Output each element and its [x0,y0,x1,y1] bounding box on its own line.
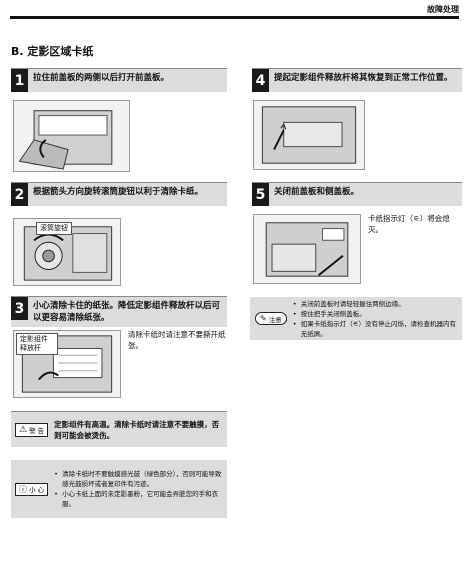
step-4-text: 提起定影组件释放杆将其恢复到正常工作位置。 [274,73,453,83]
caution-icon: ⓘ [19,484,27,494]
step-4-header: 4 提起定影组件释放杆将其恢复到正常工作位置。 [252,68,462,92]
note-item: 关闭前盖板时请轻轻握住两侧边缘。 [293,299,457,309]
step-3-text: 小心清除卡住的纸张。降低定影组件释放杆以后可以更容易清除纸张。 [33,301,221,323]
caution-item: 小心卡纸上面的未定影墨粉，它可能会弄脏您的手和衣服。 [54,489,223,509]
step-5: 5 关闭前盖板和侧盖板。 [252,182,462,206]
step-3-note: 清除卡纸时请注意不要撕开纸张。 [128,330,226,350]
warning-badge: ⚠ 警 告 [15,422,49,437]
warning-text: 定影组件有高温。清除卡纸时请注意不要触摸，否则可能会被烫伤。 [54,419,220,440]
step-1: 1 拉住前盖板的两侧以后打开前盖板。 [11,68,227,92]
warning-badge-label: 警 告 [29,426,45,435]
illustration-lever-up [253,100,365,170]
step-4-number: 4 [252,69,269,92]
warning-icon: ⚠ [19,424,28,435]
section-title: B. 定影区域卡纸 [11,45,94,58]
step-1-text: 拉住前盖板的两侧以后打开前盖板。 [33,73,170,83]
step-5-number: 5 [252,183,269,206]
step-1-number: 1 [11,69,28,92]
step-2-header: 2 根据箭头方向旋转滚筒旋钮以利于清除卡纸。 [11,182,227,206]
header-rule [10,16,459,19]
callout-drum-knob: 滚筒旋钮 [36,222,72,235]
callout-fusing-lever: 定影组件释放杆 [16,333,58,355]
header-title: 故障处理 [427,5,459,14]
step-5-note: 卡纸指示灯（⚟）将会熄灭。 [368,214,450,234]
caution-badge-label: 小 心 [29,486,45,494]
caution-item: 清除卡纸时不要触摸感光鼓（绿色部分），否则可能导致感光鼓损坏或者复印件有污迹。 [54,469,223,489]
illustration-open-front-cover [13,100,130,172]
step-2-number: 2 [11,183,28,206]
step-1-header: 1 拉住前盖板的两侧以后打开前盖板。 [11,68,227,92]
caution-list: 清除卡纸时不要触摸感光鼓（绿色部分），否则可能导致感光鼓损坏或者复印件有污迹。 … [54,469,223,509]
step-4: 4 提起定影组件释放杆将其恢复到正常工作位置。 [252,68,462,92]
note-badge: ✎ 注意 [255,312,287,325]
caution-box: ⓘ 小 心 清除卡纸时不要触摸感光鼓（绿色部分），否则可能导致感光鼓损坏或者复印… [11,460,227,518]
step-5-header: 5 关闭前盖板和侧盖板。 [252,182,462,206]
caution-badge: ⓘ 小 心 [15,482,49,496]
note-icon: ✎ [260,314,267,323]
note-list: 关闭前盖板时请轻轻握住两侧边缘。 按住把手关闭侧盖板。 如果卡纸指示灯（⚟）没有… [293,299,457,339]
note-badge-label: 注意 [268,315,282,324]
warning-box: ⚠ 警 告 定影组件有高温。清除卡纸时请注意不要触摸，否则可能会被烫伤。 [11,411,227,447]
step-3: 3 小心清除卡住的纸张。降低定影组件释放杆以后可以更容易清除纸张。 [11,296,227,327]
step-5-text: 关闭前盖板和侧盖板。 [274,187,360,197]
illustration-close-covers [253,214,361,284]
note-item: 按住把手关闭侧盖板。 [293,309,457,319]
note-box: ✎ 注意 关闭前盖板时请轻轻握住两侧边缘。 按住把手关闭侧盖板。 如果卡纸指示灯… [250,297,462,340]
note-item: 如果卡纸指示灯（⚟）没有停止闪烁，请检查机器内有无纸屑。 [293,319,457,339]
step-3-header: 3 小心清除卡住的纸张。降低定影组件释放杆以后可以更容易清除纸张。 [11,296,227,327]
illustration-drum-knob [13,218,121,286]
step-2: 2 根据箭头方向旋转滚筒旋钮以利于清除卡纸。 [11,182,227,206]
step-2-text: 根据箭头方向旋转滚筒旋钮以利于清除卡纸。 [33,187,204,197]
step-3-number: 3 [11,297,28,320]
